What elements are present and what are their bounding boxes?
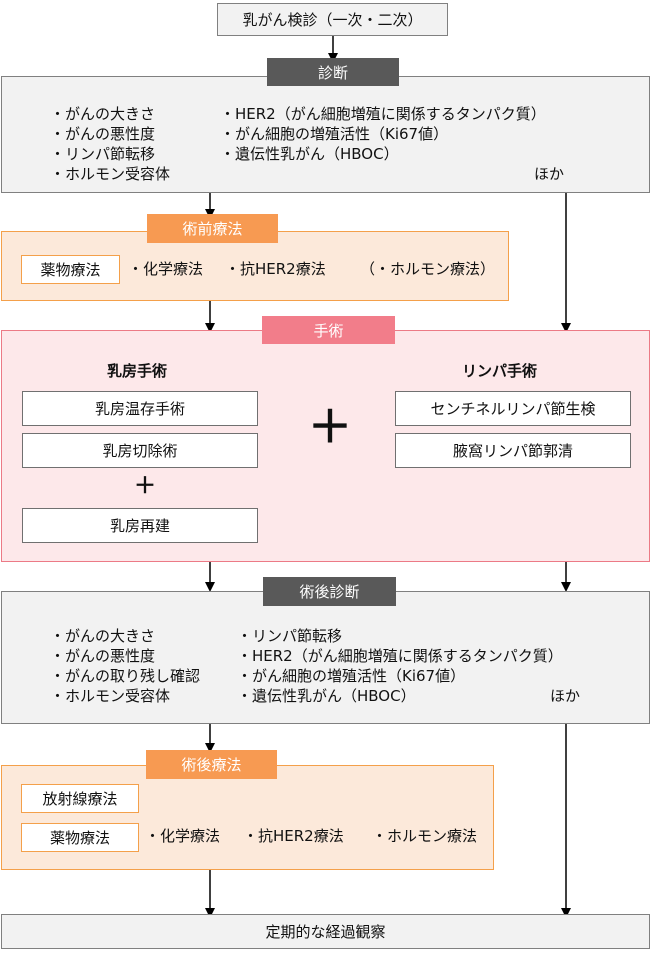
breast-option-box: 乳房温存手術 bbox=[22, 391, 258, 426]
diagnosis-left-item: ・リンパ節転移 bbox=[50, 145, 156, 163]
diagnosis-right-item: ・遺伝性乳がん（HBOC） bbox=[220, 145, 399, 163]
diagnosis-right-item: ・がん細胞の増殖活性（Ki67値） bbox=[220, 125, 449, 143]
followup-text: 定期的な経過観察 bbox=[265, 923, 386, 941]
postop-diagnosis-left-item: ・がんの悪性度 bbox=[50, 647, 156, 665]
diagnosis-right-item: ・HER2（がん細胞増殖に関係するタンパク質） bbox=[220, 105, 546, 123]
postop-diagnosis-label: 術後診断 bbox=[263, 577, 396, 606]
lymph-surgery-title: リンパ手術 bbox=[462, 362, 538, 380]
postop-diagnosis-left-item: ・がんの取り残し確認 bbox=[50, 667, 201, 685]
preop-drug-box: 薬物療法 bbox=[21, 255, 120, 284]
postop-therapy-item: ・抗HER2療法 bbox=[243, 827, 344, 845]
diagnosis-left-item: ・がんの悪性度 bbox=[50, 125, 156, 143]
preop-label: 術前療法 bbox=[147, 214, 278, 243]
surgery-label: 手術 bbox=[262, 316, 395, 344]
followup-box: 定期的な経過観察 bbox=[1, 914, 650, 949]
postop-diagnosis-left-item: ・ホルモン受容体 bbox=[50, 687, 171, 705]
diagnosis-left-item: ・ホルモン受容体 bbox=[50, 165, 171, 183]
preop-item: ・抗HER2療法 bbox=[225, 260, 326, 278]
diagnosis-left-item: ・がんの大きさ bbox=[50, 105, 156, 123]
postop-diagnosis-right-item: ・HER2（がん細胞増殖に関係するタンパク質） bbox=[237, 647, 563, 665]
preop-item: （・ホルモン療法） bbox=[360, 260, 496, 278]
postop-therapy-item: ・化学療法 bbox=[145, 827, 221, 845]
postop-drug-box: 薬物療法 bbox=[21, 823, 139, 852]
diagnosis-label: 診断 bbox=[267, 58, 399, 86]
diagnosis-other: ほか bbox=[534, 165, 565, 183]
postop-diagnosis-right-item: ・遺伝性乳がん（HBOC） bbox=[237, 687, 416, 705]
postop-diagnosis-right-item: ・がん細胞の増殖活性（Ki67値） bbox=[237, 667, 466, 685]
preop-item: ・化学療法 bbox=[128, 260, 204, 278]
radiation-box: 放射線療法 bbox=[21, 784, 139, 813]
postop-therapy-item: ・ホルモン療法 bbox=[372, 827, 478, 845]
postop-diagnosis-other: ほか bbox=[550, 687, 581, 705]
postop-therapy-label: 術後療法 bbox=[146, 750, 277, 779]
breast-surgery-title: 乳房手術 bbox=[107, 362, 168, 380]
postop-diagnosis-left-item: ・がんの大きさ bbox=[50, 627, 156, 645]
postop-therapy-box bbox=[1, 765, 494, 870]
diagnosis-box bbox=[1, 76, 650, 193]
postop-diagnosis-box bbox=[1, 591, 650, 724]
lymph-option-box: 腋窩リンパ節郭清 bbox=[395, 433, 631, 468]
plus-small-icon: ＋ bbox=[134, 474, 157, 499]
screening-box: 乳がん検診（一次・二次） bbox=[217, 3, 448, 36]
screening-text: 乳がん検診（一次・二次） bbox=[242, 11, 423, 29]
reconstruction-box: 乳房再建 bbox=[22, 508, 258, 543]
plus-big-icon: ＋ bbox=[308, 402, 352, 453]
postop-diagnosis-right-item: ・リンパ節転移 bbox=[237, 627, 343, 645]
breast-option-box: 乳房切除術 bbox=[22, 433, 258, 468]
lymph-option-box: センチネルリンパ節生検 bbox=[395, 391, 631, 426]
